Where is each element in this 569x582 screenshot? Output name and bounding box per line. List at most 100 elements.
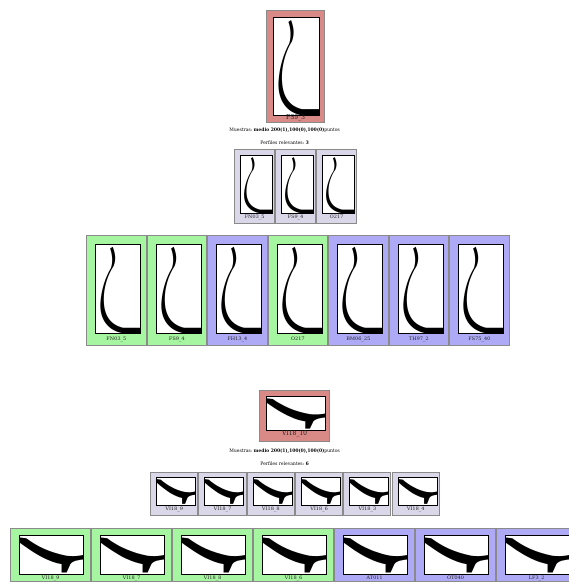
tile-label: LF3_2 xyxy=(528,575,545,581)
result-tile[interactable]: OT040 xyxy=(415,528,496,582)
bowl-profile-drawing xyxy=(253,479,292,504)
vessel-profile-drawing xyxy=(342,246,382,333)
bowl-profile-drawing xyxy=(425,537,488,573)
tile-label: VI18_7 xyxy=(213,506,232,512)
relevant-tile[interactable]: O217 xyxy=(316,149,357,224)
result-tile[interactable]: VI18_6 xyxy=(253,528,334,582)
profile-image xyxy=(273,17,320,116)
result-tile[interactable]: TH97_2 xyxy=(388,235,449,346)
profile-image xyxy=(100,535,165,575)
profile-image xyxy=(262,535,327,575)
profile-image xyxy=(397,244,444,334)
tile-label: VI18_10 xyxy=(282,430,307,437)
profile-image xyxy=(505,535,569,575)
result-tile[interactable]: BM06_25 xyxy=(328,235,389,346)
result-tile[interactable]: FS75_40 xyxy=(449,235,510,346)
muestras-suffix: puntos xyxy=(324,449,340,454)
result-tile[interactable]: FS9_4 xyxy=(146,235,207,346)
tile-label: FS9_4 xyxy=(168,336,185,342)
tile-label: VI18_3 xyxy=(358,506,377,512)
bowl-profile-drawing xyxy=(267,398,325,429)
profile-image xyxy=(181,535,246,575)
bowl-profile-drawing xyxy=(157,479,195,504)
vessel-profile-drawing xyxy=(160,246,201,333)
tile-label: FN03_5 xyxy=(244,214,265,220)
tile-label: BM06_25 xyxy=(346,336,371,342)
vessel-profile-drawing xyxy=(221,246,261,333)
bowl-profile-drawing xyxy=(205,479,244,504)
profile-image xyxy=(343,535,408,575)
tile-label: FS75_40 xyxy=(468,336,491,342)
profile-image xyxy=(281,155,314,214)
profile-image xyxy=(252,477,293,506)
tile-label: O217 xyxy=(290,336,305,342)
tile-label: VI18_8 xyxy=(261,506,280,512)
vessel-profile-drawing xyxy=(402,246,443,333)
bowl-profile-drawing xyxy=(101,537,164,573)
relevant-tile[interactable]: FN03_5 xyxy=(234,149,275,224)
bowl-profile-drawing xyxy=(350,479,389,504)
profile-image xyxy=(240,155,273,214)
result-tile[interactable]: LF3_2 xyxy=(496,528,569,582)
query-tile[interactable]: VI18_10 xyxy=(259,390,330,442)
tile-label: VI18_4 xyxy=(406,506,425,512)
relevant-tile[interactable]: VI18_3 xyxy=(343,472,392,516)
relevant-count-line: Perfiles relevantes: 3 xyxy=(0,141,569,147)
relevant-tile[interactable]: VI18_7 xyxy=(198,472,247,516)
bowl-profile-drawing xyxy=(263,537,326,573)
relevant-count-line: Perfiles relevantes: 6 xyxy=(0,462,569,468)
tile-label: FS9_3 xyxy=(286,114,305,121)
profile-image xyxy=(276,244,323,334)
relevant-tile[interactable]: VI18_4 xyxy=(391,472,440,516)
profile-image xyxy=(19,535,84,575)
relevant-tile[interactable]: FS9_4 xyxy=(275,149,316,224)
tile-label: VI18_9 xyxy=(165,506,183,512)
relevant-count: 3 xyxy=(305,141,309,146)
bowl-profile-drawing xyxy=(506,537,569,573)
muestras-suffix: puntos xyxy=(324,128,340,133)
bowl-profile-drawing xyxy=(20,537,83,573)
tile-label: VI18_7 xyxy=(122,575,141,581)
vessel-profile-drawing xyxy=(463,246,503,333)
profile-image xyxy=(424,535,489,575)
muestras-value: medio 200(1),100(0),100(0) xyxy=(253,449,325,454)
relevant-tile[interactable]: VI18_9 xyxy=(150,472,199,516)
result-tile[interactable]: FN03_5 xyxy=(86,235,147,346)
profile-image xyxy=(397,477,438,506)
tile-label: O217 xyxy=(329,214,344,220)
muestras-line: Muestras: medio 200(1),100(0),100(0)punt… xyxy=(0,449,569,455)
vessel-profile-drawing xyxy=(100,246,140,333)
tile-label: VI18_9 xyxy=(41,575,60,581)
bowl-profile-drawing xyxy=(301,479,340,504)
profile-image xyxy=(458,244,504,334)
result-tile[interactable]: VI18_7 xyxy=(91,528,172,582)
result-tile[interactable]: FH13_4 xyxy=(207,235,268,346)
result-tile[interactable]: VI18_9 xyxy=(10,528,91,582)
tile-label: FN03_5 xyxy=(106,336,127,342)
profile-image xyxy=(300,477,341,506)
relevant-prefix: Perfiles relevantes: xyxy=(260,141,305,146)
muestras-prefix: Muestras: xyxy=(229,128,253,133)
result-tile[interactable]: VI18_8 xyxy=(172,528,253,582)
tile-label: VI18_6 xyxy=(310,506,328,512)
profile-image xyxy=(204,477,245,506)
tile-label: OT040 xyxy=(447,575,464,581)
tile-label: TH97_2 xyxy=(408,336,429,342)
profile-image xyxy=(156,477,196,506)
query-tile[interactable]: FS9_3 xyxy=(266,10,325,123)
result-tile[interactable]: AT011 xyxy=(334,528,415,582)
muestras-value: medio 200(1),100(0),100(0) xyxy=(253,128,325,133)
relevant-tile[interactable]: VI18_6 xyxy=(294,472,344,516)
muestras-line: Muestras: medio 200(1),100(0),100(0)punt… xyxy=(0,128,569,134)
vessel-profile-drawing xyxy=(244,157,272,213)
vessel-profile-drawing xyxy=(285,157,313,213)
tile-label: VI18_6 xyxy=(284,575,303,581)
tile-label: FH13_4 xyxy=(227,336,248,342)
profile-image xyxy=(216,244,262,334)
profile-image xyxy=(95,244,141,334)
result-tile[interactable]: O217 xyxy=(267,235,328,346)
profile-image xyxy=(349,477,390,506)
relevant-tile[interactable]: VI18_8 xyxy=(246,472,295,516)
bowl-profile-drawing xyxy=(182,537,245,573)
bowl-profile-drawing xyxy=(398,479,437,504)
